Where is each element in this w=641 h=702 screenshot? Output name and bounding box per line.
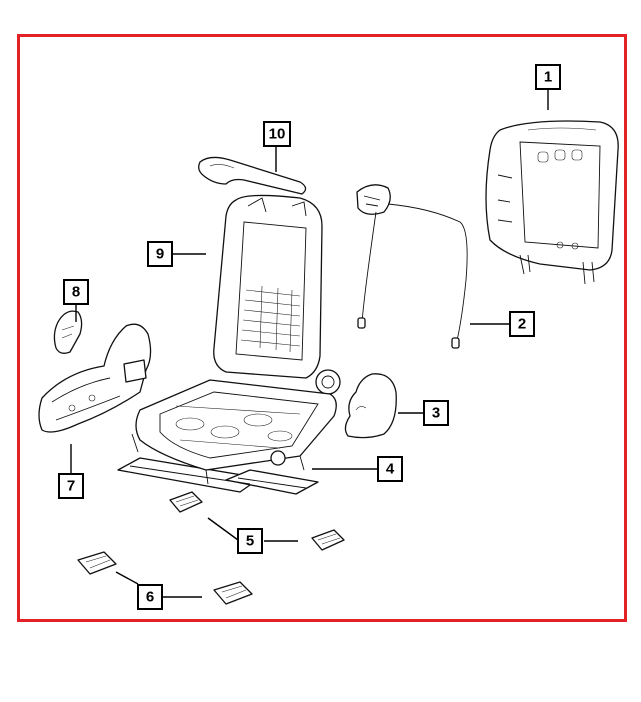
callout-1-label: 1 <box>544 69 552 86</box>
part-5-track-cover-a[interactable] <box>169 491 203 513</box>
callout-3[interactable]: 3 <box>423 400 449 426</box>
diagram-frame <box>17 34 627 622</box>
part-10-guide-handle[interactable] <box>198 156 307 195</box>
callout-5[interactable]: 5 <box>237 528 263 554</box>
callout-9[interactable]: 9 <box>147 241 173 267</box>
part-2-cable-assembly[interactable] <box>356 184 468 349</box>
part-4-seat-track[interactable] <box>117 457 319 495</box>
callout-2[interactable]: 2 <box>509 311 535 337</box>
callout-7-label: 7 <box>67 478 75 495</box>
callout-4-label: 4 <box>386 461 395 478</box>
part-9-seat-frame[interactable] <box>131 194 341 485</box>
callout-9-label: 9 <box>156 246 164 263</box>
part-7-side-trim-panel[interactable] <box>38 323 152 433</box>
callout-10[interactable]: 10 <box>263 121 291 147</box>
callout-8[interactable]: 8 <box>63 279 89 305</box>
callout-10-label: 10 <box>269 126 286 143</box>
callout-5-label: 5 <box>246 533 254 550</box>
part-3-side-shield[interactable] <box>344 373 397 439</box>
callout-8-label: 8 <box>72 284 80 301</box>
callout-3-label: 3 <box>432 405 440 422</box>
callout-1[interactable]: 1 <box>535 64 561 90</box>
callout-6-label: 6 <box>146 589 154 606</box>
callout-7[interactable]: 7 <box>58 473 84 499</box>
part-6-track-cover-b[interactable] <box>213 581 253 605</box>
part-5-track-cover-b[interactable] <box>311 529 345 551</box>
callout-2-label: 2 <box>518 316 526 333</box>
callout-6[interactable]: 6 <box>137 584 163 610</box>
part-6-track-cover-a[interactable] <box>77 551 117 575</box>
callout-4[interactable]: 4 <box>377 456 403 482</box>
leader-lines <box>70 87 549 598</box>
part-1-seat-back-panel[interactable] <box>485 120 619 285</box>
part-8-trim-bracket[interactable] <box>53 310 83 354</box>
